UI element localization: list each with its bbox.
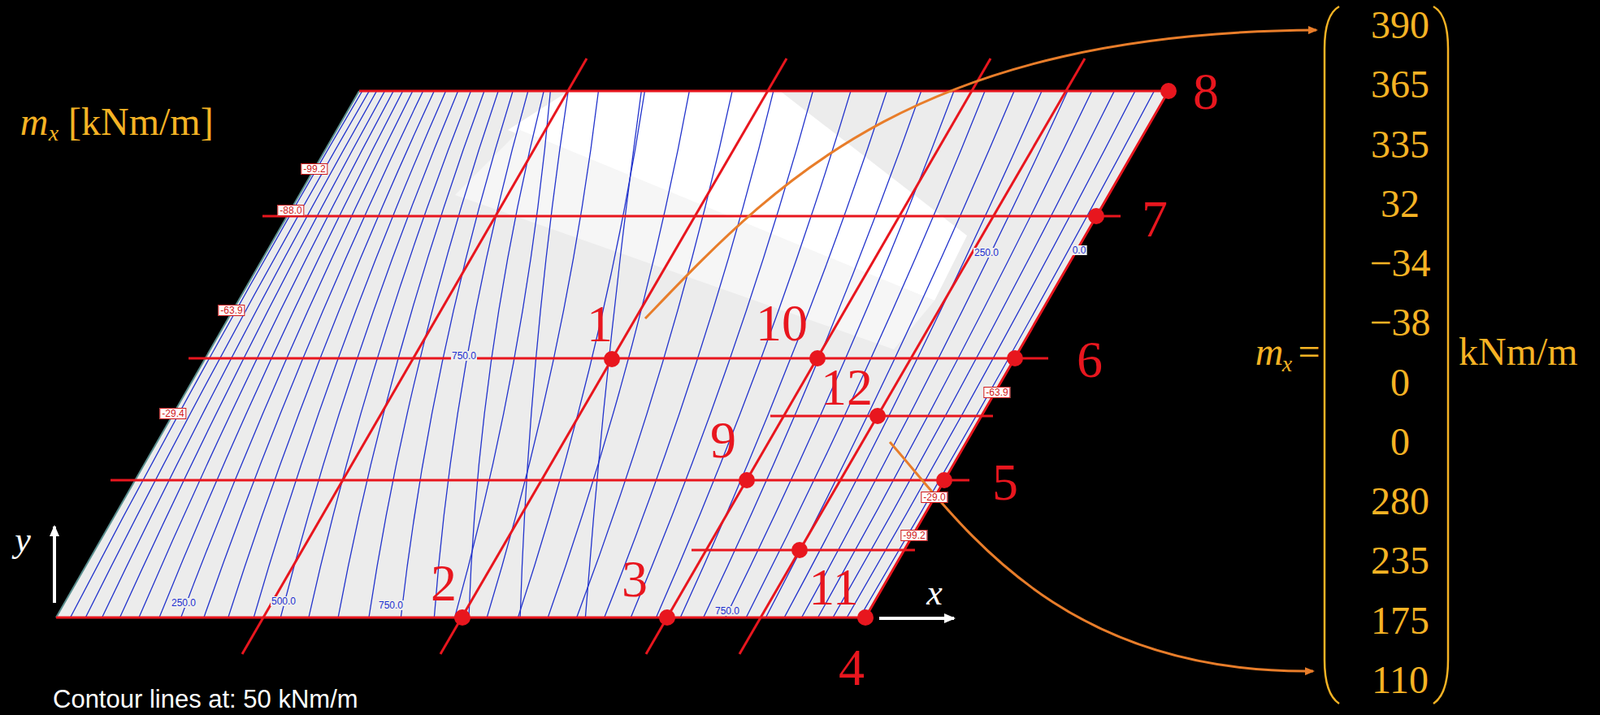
vector-value: 390 bbox=[1370, 5, 1430, 45]
callout-number: 6 bbox=[1076, 333, 1103, 386]
callout-number: 11 bbox=[808, 561, 859, 614]
contour-value: -99.2 bbox=[300, 163, 328, 175]
vector-value: 365 bbox=[1370, 65, 1430, 105]
contour-line bbox=[575, 86, 733, 622]
vector-value: 235 bbox=[1370, 541, 1430, 581]
contour-value: -29.4 bbox=[159, 407, 187, 420]
contour-value: 250.0 bbox=[170, 598, 197, 608]
contour-value: -63.9 bbox=[217, 304, 245, 317]
vector-bracket bbox=[1433, 6, 1449, 704]
axis-label: x bbox=[926, 575, 943, 612]
contour-line bbox=[799, 86, 1070, 622]
note: Contour lines at: 50 kNm/m bbox=[52, 686, 359, 712]
callout-number: 12 bbox=[820, 361, 873, 414]
callout-number: 2 bbox=[430, 557, 457, 610]
contour-value: -29.0 bbox=[920, 491, 948, 503]
contour-lines bbox=[68, 86, 1157, 622]
contour-value: 750.0 bbox=[714, 606, 741, 616]
contour-line bbox=[857, 86, 1157, 622]
contour-value: 750.0 bbox=[450, 351, 477, 361]
contour-line bbox=[516, 86, 646, 622]
contour-value: 500.0 bbox=[270, 596, 297, 607]
contour-line bbox=[179, 86, 416, 622]
plate-edge bbox=[56, 91, 1169, 618]
callout-number: 10 bbox=[755, 297, 808, 350]
axis-label: y bbox=[14, 522, 31, 559]
vector-value: 32 bbox=[1380, 184, 1420, 224]
contour-line bbox=[368, 86, 500, 622]
vector-value: 175 bbox=[1370, 601, 1430, 641]
contour-line bbox=[307, 86, 473, 622]
contour-line bbox=[83, 86, 372, 622]
contour-line bbox=[844, 86, 1137, 622]
vector-value: 280 bbox=[1370, 481, 1430, 521]
contour-line bbox=[546, 86, 691, 622]
section-lines bbox=[110, 58, 1121, 655]
plate bbox=[56, 91, 1169, 618]
vector-value: −34 bbox=[1369, 243, 1431, 283]
callout-number: 1 bbox=[586, 298, 613, 351]
contour-line bbox=[226, 86, 436, 622]
plate-edge bbox=[56, 91, 360, 618]
quantity-symbol: m bbox=[20, 102, 49, 142]
contour-line bbox=[337, 86, 486, 622]
contour-line bbox=[520, 86, 569, 622]
contour-line bbox=[117, 86, 387, 622]
leader-arrow bbox=[889, 442, 1314, 672]
callout-number: 5 bbox=[992, 456, 1019, 509]
contour-line bbox=[400, 86, 515, 622]
contour-value: 250.0 bbox=[973, 247, 1000, 258]
vector-value: 110 bbox=[1371, 660, 1429, 700]
vector-value: 0 bbox=[1390, 363, 1410, 403]
vector-bracket bbox=[1324, 6, 1340, 704]
contour-line bbox=[202, 86, 425, 622]
contour-value: 0.0 bbox=[1071, 245, 1088, 256]
y-axis-arrow bbox=[52, 526, 57, 603]
callout-number: 8 bbox=[1192, 65, 1219, 118]
contour-line bbox=[723, 86, 956, 622]
contour-line bbox=[830, 86, 1117, 622]
callout-number: 3 bbox=[621, 553, 648, 606]
contour-value: -63.9 bbox=[983, 386, 1011, 399]
callout-number: 9 bbox=[710, 414, 737, 467]
unit-label: kNm/m bbox=[1458, 332, 1579, 372]
contour-line bbox=[68, 86, 365, 622]
contour-value: 750.0 bbox=[377, 600, 404, 611]
vector-value: 335 bbox=[1370, 125, 1430, 165]
contour-line bbox=[137, 86, 396, 622]
quantity-subscript: x bbox=[48, 121, 59, 145]
contour-value: -99.2 bbox=[900, 529, 928, 542]
unit-label: [kNm/m] bbox=[68, 102, 214, 142]
quantity-subscript: x bbox=[1282, 352, 1293, 376]
contour-value: -88.0 bbox=[277, 204, 304, 217]
callout-number: 4 bbox=[838, 641, 865, 694]
equals-sign: = bbox=[1297, 332, 1320, 372]
vector-value: 0 bbox=[1390, 422, 1410, 462]
contour-line bbox=[744, 86, 987, 622]
contour-line bbox=[252, 86, 448, 622]
contour-line bbox=[602, 86, 775, 622]
contour-line bbox=[815, 86, 1094, 622]
callout-number: 7 bbox=[1141, 193, 1168, 246]
contour-line bbox=[628, 86, 815, 622]
contour-line bbox=[654, 86, 852, 622]
vector-value: −38 bbox=[1369, 303, 1431, 343]
contour-line bbox=[585, 86, 642, 622]
contour-line bbox=[99, 86, 379, 622]
x-axis-arrow bbox=[879, 616, 954, 621]
leader-arrow bbox=[645, 30, 1317, 319]
contour-line bbox=[157, 86, 405, 622]
quantity-symbol: m bbox=[1255, 332, 1284, 372]
